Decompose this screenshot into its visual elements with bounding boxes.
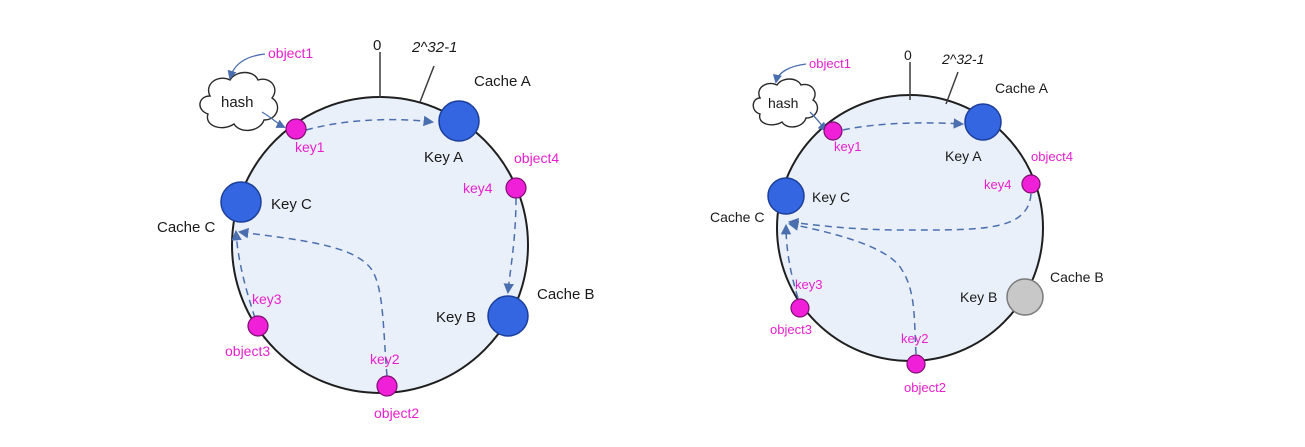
key1-dot-left — [285, 118, 307, 140]
cache-c-label-right: Cache C — [710, 209, 764, 225]
key2-dot-right — [906, 354, 926, 374]
left-diagram: 0 2^32-1 hash object1 Cache A Key A Cach… — [157, 37, 595, 421]
cache-c-node-left — [220, 181, 262, 223]
object1-label-left: object1 — [268, 45, 313, 61]
key-a-label-right: Key A — [945, 148, 982, 164]
object3-label-left: object3 — [225, 343, 270, 359]
key3-label-left: key3 — [252, 291, 282, 307]
hash-to-key1-arrow-left — [261, 111, 286, 128]
cache-a-label-left: Cache A — [474, 73, 531, 90]
cache-a-node-left — [438, 100, 480, 142]
object1-arrow-right — [772, 63, 807, 84]
max-tick-left — [419, 65, 435, 103]
cache-b-node-right-removed — [1006, 278, 1044, 316]
object4-label-left: object4 — [514, 150, 559, 166]
key1-label-right: key1 — [834, 139, 861, 154]
key3-label-right: key3 — [795, 277, 822, 292]
key4-dot-right — [1021, 174, 1041, 194]
right-diagram: 0 2^32-1 hash object1 Cache A Key A Cach… — [710, 47, 1104, 395]
key3-to-keyc-route-right — [780, 223, 799, 299]
key2-dot-left — [376, 375, 398, 397]
key2-to-keyc-route-right — [787, 220, 917, 355]
object1-label-right: object1 — [809, 56, 851, 71]
key2-label-right: key2 — [901, 331, 928, 346]
key3-dot-left — [247, 315, 269, 337]
object2-label-right: object2 — [904, 380, 946, 395]
key-b-label-right: Key B — [960, 289, 997, 305]
cache-c-label-left: Cache C — [157, 219, 216, 236]
hash-label-left: hash — [221, 94, 254, 111]
key4-label-right: key4 — [984, 177, 1011, 192]
key-b-label-left: Key B — [436, 309, 476, 326]
key4-to-keyc-route-right — [787, 193, 1032, 231]
key-c-label-left: Key C — [271, 196, 312, 213]
cache-c-node-right — [767, 177, 805, 215]
max-label-right: 2^32-1 — [941, 51, 984, 67]
key2-to-keyc-route-left — [237, 227, 388, 377]
hash-to-key1-arrow-right — [809, 111, 828, 132]
key1-label-left: key1 — [295, 139, 325, 155]
cache-a-label-right: Cache A — [995, 80, 1049, 96]
hash-ring-right — [776, 94, 1044, 362]
key1-dot-right — [823, 121, 843, 141]
key1-to-keya-route-right — [842, 118, 965, 131]
cache-a-node-right — [964, 103, 1002, 141]
key-a-label-left: Key A — [424, 149, 463, 166]
key4-to-keyb-route-left — [503, 197, 517, 295]
object3-label-right: object3 — [770, 322, 812, 337]
cache-b-node-left — [487, 295, 529, 337]
key1-to-keya-route-left — [305, 115, 435, 131]
max-tick-right — [945, 71, 959, 105]
key2-label-left: key2 — [370, 351, 400, 367]
cache-b-label-left: Cache B — [537, 286, 595, 303]
hash-ring-left — [231, 96, 529, 394]
zero-label-right: 0 — [904, 47, 912, 63]
key3-dot-right — [790, 298, 810, 318]
object1-arrow-left — [227, 53, 266, 80]
key4-dot-left — [505, 177, 527, 199]
object4-label-right: object4 — [1031, 149, 1073, 164]
max-label-left: 2^32-1 — [411, 39, 457, 56]
cache-b-label-right: Cache B — [1050, 269, 1104, 285]
object2-label-left: object2 — [374, 405, 419, 421]
zero-label-left: 0 — [373, 37, 381, 54]
key4-label-left: key4 — [463, 180, 493, 196]
hash-label-right: hash — [768, 95, 798, 111]
key-c-label-right: Key C — [812, 189, 850, 205]
